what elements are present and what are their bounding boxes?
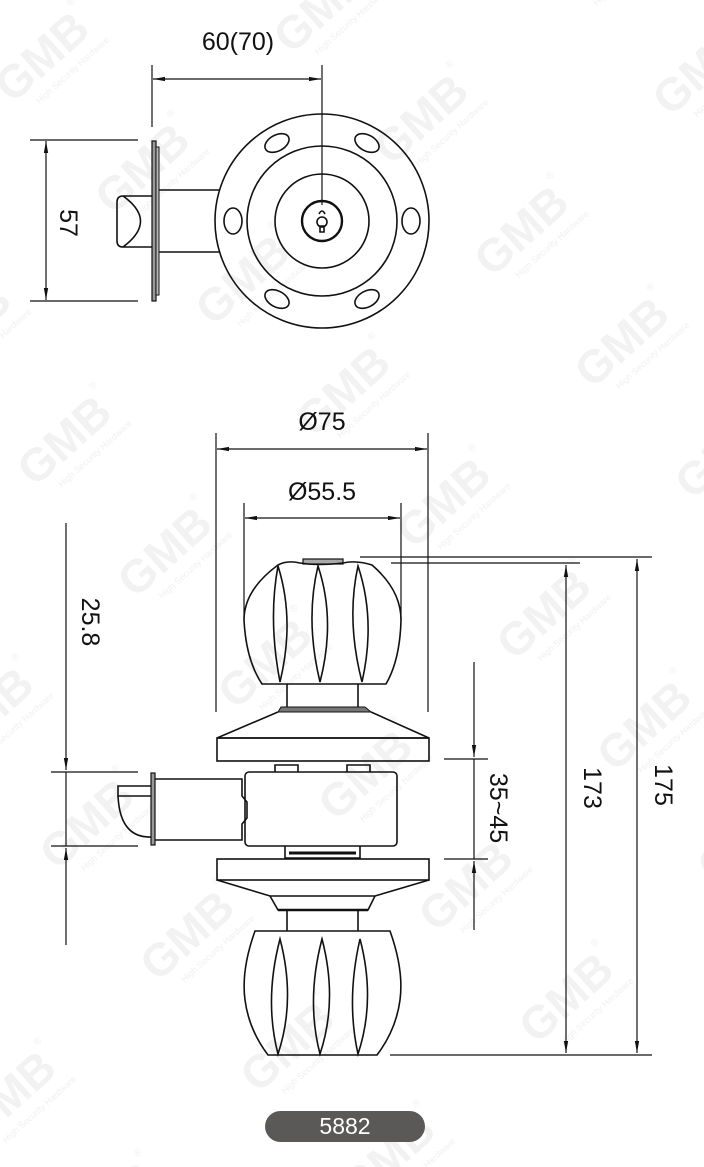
model-number-badge: 5882 xyxy=(265,1111,425,1142)
latch-bolt-icon xyxy=(116,195,152,248)
top-view xyxy=(30,65,430,329)
faceplate-height-label: 57 xyxy=(54,209,82,237)
knob-diameter-label: Ø55.5 xyxy=(288,478,356,506)
door-thickness-label: 35~45 xyxy=(484,773,512,843)
projection-175-label: 175 xyxy=(649,764,677,806)
keyhole-icon xyxy=(316,210,328,233)
rose-diameter-label: Ø75 xyxy=(298,408,345,436)
top-view-labels: 60(70) 57 xyxy=(54,28,274,237)
side-view xyxy=(51,433,652,1057)
side-view-labels: Ø75 Ø55.5 25.8 35~45 173 175 xyxy=(76,408,677,843)
projection-173-label: 173 xyxy=(578,767,606,809)
backset-label: 60(70) xyxy=(202,28,274,56)
model-number: 5882 xyxy=(319,1113,371,1139)
latch-offset-label: 25.8 xyxy=(76,598,104,647)
